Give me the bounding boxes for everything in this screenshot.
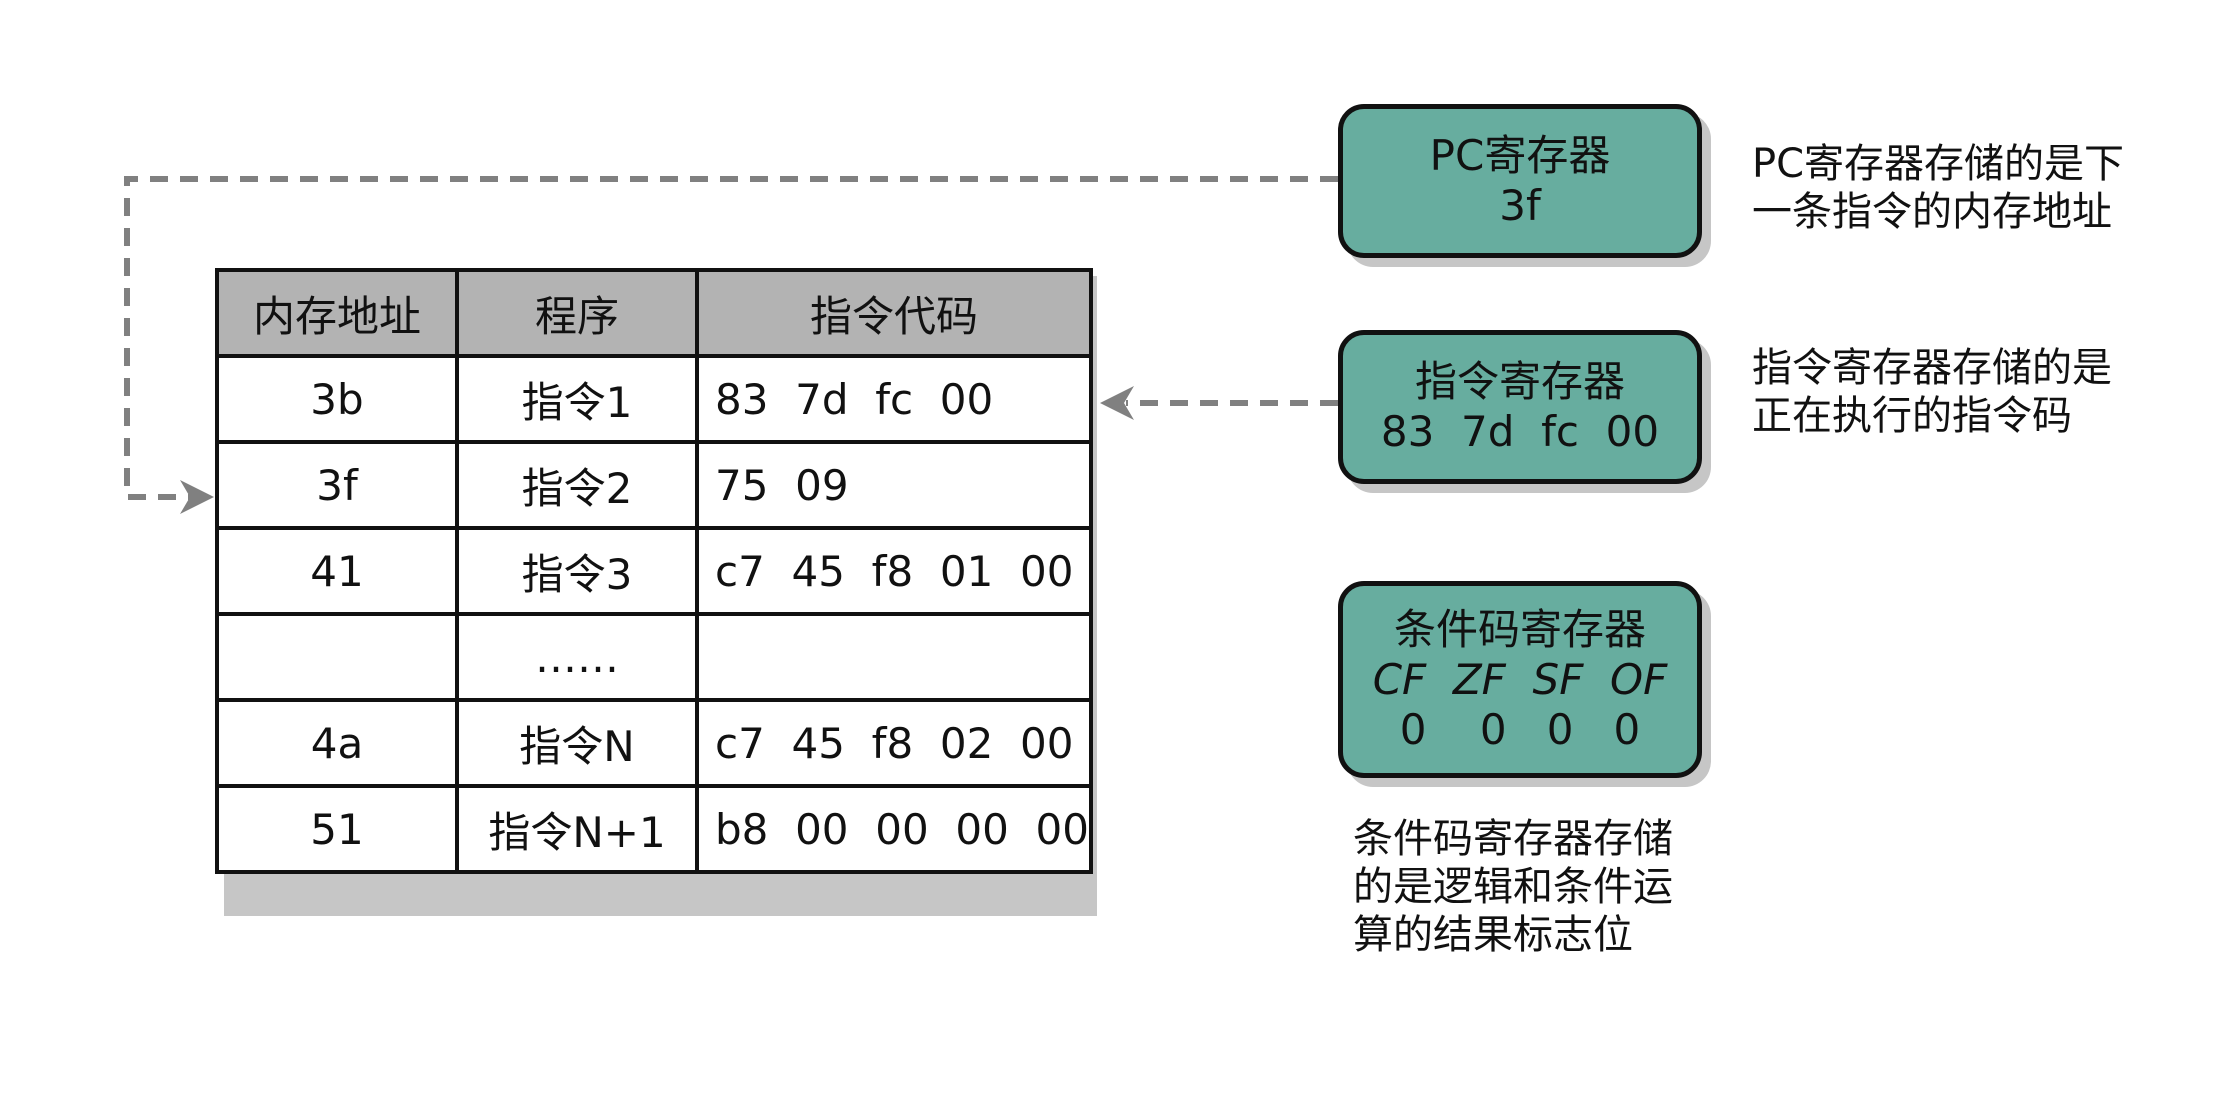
program-cell: …… <box>455 612 699 702</box>
table-row: 41 指令3 c7 45 f8 01 00 <box>215 526 1093 616</box>
table-row: 3f 指令2 75 09 <box>215 440 1093 530</box>
code-cell: b8 00 00 00 00 <box>695 784 1093 874</box>
flags-register-note: 条件码寄存器存储 的是逻辑和条件运 算的结果标志位 <box>1353 815 1673 959</box>
flags-register-box: 条件码寄存器 CF ZF SF OF 0 0 0 0 <box>1338 581 1702 778</box>
program-cell: 指令N <box>455 698 699 788</box>
pc-register-box: PC寄存器 3f <box>1338 104 1702 258</box>
table-row: 3b 指令1 83 7d fc 00 <box>215 354 1093 444</box>
instruction-register-box: 指令寄存器 83 7d fc 00 <box>1338 330 1702 484</box>
instruction-register-note: 指令寄存器存储的是 正在执行的指令码 <box>1752 344 2112 440</box>
program-cell: 指令N+1 <box>455 784 699 874</box>
code-cell: 83 7d fc 00 <box>695 354 1093 444</box>
code-cell: c7 45 f8 01 00 <box>695 526 1093 616</box>
note-line: 正在执行的指令码 <box>1752 393 2072 439</box>
note-line: 条件码寄存器存储 <box>1353 816 1673 862</box>
note-line: 指令寄存器存储的是 <box>1752 345 2112 391</box>
pc-to-address-arrow <box>124 176 1338 514</box>
column-header-address: 内存地址 <box>215 268 459 358</box>
pc-register-value: 3f <box>1499 181 1541 230</box>
column-header-code: 指令代码 <box>695 268 1093 358</box>
memory-table: 内存地址 程序 指令代码 3b 指令1 83 7d fc 00 3f 指令2 7… <box>215 268 1093 874</box>
address-cell: 4a <box>215 698 459 788</box>
instruction-register-arrow <box>1100 386 1338 420</box>
flags-register-labels: CF ZF SF OF <box>1372 654 1668 704</box>
table-row: 51 指令N+1 b8 00 00 00 00 <box>215 784 1093 874</box>
instruction-register-value: 83 7d fc 00 <box>1380 407 1660 456</box>
code-cell <box>695 612 1093 702</box>
pc-register-note: PC寄存器存储的是下 一条指令的内存地址 <box>1752 140 2124 236</box>
note-line: 算的结果标志位 <box>1353 912 1633 958</box>
program-cell: 指令1 <box>455 354 699 444</box>
code-cell: c7 45 f8 02 00 <box>695 698 1093 788</box>
note-line: PC寄存器存储的是下 <box>1752 141 2125 187</box>
instruction-register-name: 指令寄存器 <box>1414 357 1625 406</box>
table-row: 4a 指令N c7 45 f8 02 00 <box>215 698 1093 788</box>
note-line: 的是逻辑和条件运 <box>1353 864 1673 910</box>
table-row: …… <box>215 612 1093 702</box>
column-header-program: 程序 <box>455 268 699 358</box>
address-cell: 51 <box>215 784 459 874</box>
code-cell: 75 09 <box>695 440 1093 530</box>
address-cell: 3f <box>215 440 459 530</box>
address-cell: 3b <box>215 354 459 444</box>
pc-register-name: PC寄存器 <box>1429 131 1611 180</box>
program-cell: 指令3 <box>455 526 699 616</box>
address-cell <box>215 612 459 702</box>
flags-register-name: 条件码寄存器 <box>1393 604 1646 654</box>
note-line: 一条指令的内存地址 <box>1752 189 2112 235</box>
table-header-row: 内存地址 程序 指令代码 <box>215 268 1093 358</box>
flags-register-values: 0 0 0 0 <box>1399 704 1641 754</box>
address-cell: 41 <box>215 526 459 616</box>
program-cell: 指令2 <box>455 440 699 530</box>
